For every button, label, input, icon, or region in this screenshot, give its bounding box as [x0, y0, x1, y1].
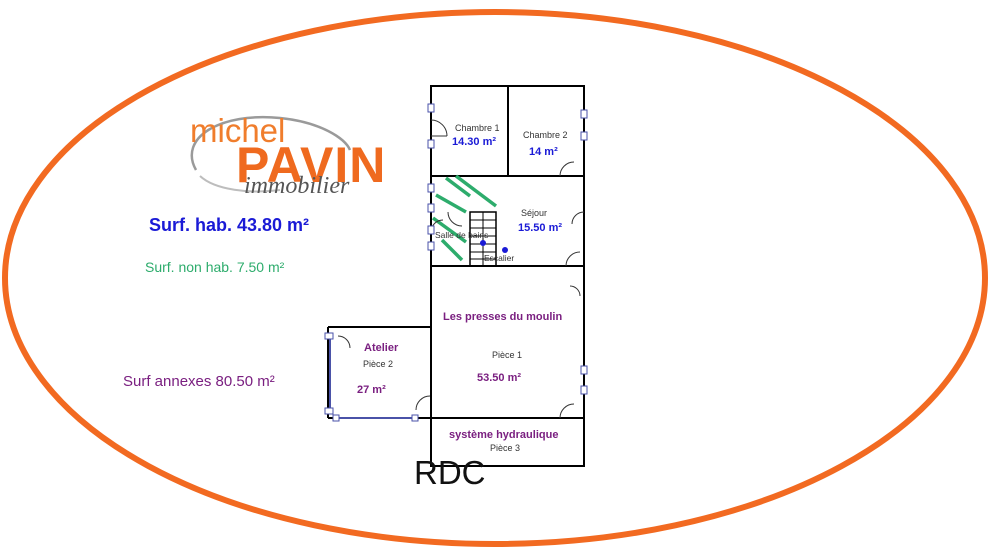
habitable-surface-summary: Surf. hab. 43.80 m² — [149, 215, 310, 235]
chambre2-label: Chambre 2 — [523, 130, 568, 140]
stair-marker — [502, 247, 508, 253]
piece3-title: système hydraulique — [449, 429, 559, 441]
atelier-window-ends — [324, 332, 419, 422]
level-label: RDC — [414, 454, 486, 491]
chambre2-area: 14 m² — [529, 146, 558, 158]
piece3-label: Pièce 3 — [490, 443, 521, 453]
sejour-area: 15.50 m² — [518, 222, 563, 234]
piece1-area: 53.50 m² — [477, 372, 522, 384]
wall-windows — [427, 103, 588, 395]
piece1-label: Pièce 1 — [492, 350, 523, 360]
chambre1-area: 14.30 m² — [452, 136, 497, 148]
annexes-surface-summary: Surf annexes 80.50 m² — [123, 373, 275, 390]
logo-swoosh — [190, 115, 352, 171]
logo-immobilier-text: immobilier — [244, 173, 350, 199]
non-habitable-hatching — [431, 174, 498, 262]
atelier-window — [329, 335, 416, 419]
salle-de-bains-label: Salle de bains — [435, 230, 489, 240]
logo-pavin-text: PAVIN — [236, 137, 387, 193]
stair-arrow-marker — [480, 240, 486, 246]
frame-ellipse — [2, 9, 988, 547]
piece2-label: Pièce 2 — [363, 359, 394, 369]
escalier-label: Escalier — [484, 253, 515, 263]
chambre1-label: Chambre 1 — [455, 123, 500, 133]
non-habitable-surface-summary: Surf. non hab. 7.50 m² — [145, 259, 285, 275]
logo-swoosh-lower — [199, 175, 281, 193]
piece2-title: Atelier — [364, 342, 399, 354]
piece2-area: 27 m² — [357, 384, 386, 396]
atelier-walls — [327, 326, 431, 419]
sejour-label: Séjour — [521, 208, 548, 218]
piece1-title: Les presses du moulin — [443, 311, 563, 323]
logo-michel-text: michel — [190, 112, 286, 149]
